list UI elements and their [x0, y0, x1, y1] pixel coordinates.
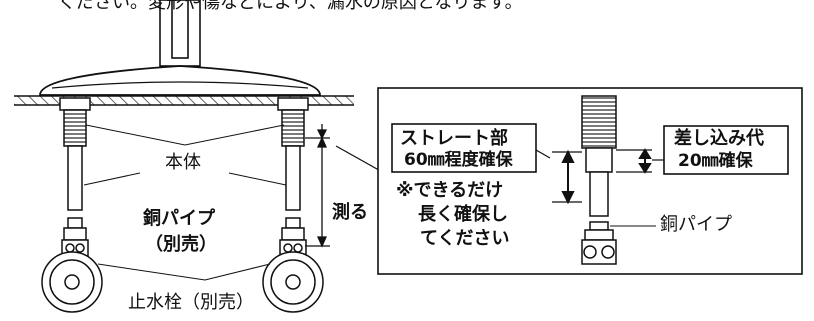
- straight-callout-line1: ストレート部: [400, 128, 508, 149]
- note-line1: ※できるだけ: [396, 180, 504, 201]
- straight-callout-line2: 60㎜程度確保: [404, 150, 513, 170]
- header-note: ください。変形や傷などにより、漏水の原因となります。: [58, 0, 523, 13]
- faucet-column: [159, 0, 201, 67]
- insert-dimension: [616, 148, 664, 174]
- measure-label: 測る: [332, 202, 368, 223]
- left-supply: [41, 97, 103, 313]
- right-supply: [262, 97, 324, 313]
- insert-callout-line2: 20㎜確保: [678, 151, 753, 171]
- faucet-base: [39, 65, 321, 96]
- inset-pipe-label: 銅パイプ: [660, 214, 732, 235]
- measure-dimension: [305, 124, 330, 248]
- pipe-sold-separately-label: （別売）: [145, 234, 217, 255]
- note-line3: てください: [420, 228, 510, 249]
- leader-lines: [83, 124, 287, 281]
- pipe-label: 銅パイプ: [143, 208, 215, 229]
- insert-callout-line1: 差し込み代: [674, 128, 764, 149]
- straight-dimension: [552, 149, 582, 205]
- insert-callout-box: [663, 125, 789, 175]
- body-label: 本体: [165, 152, 201, 173]
- inset-fitting: [581, 95, 617, 265]
- note-line2: 長く確保し: [418, 204, 508, 225]
- straight-callout-box: [391, 123, 551, 173]
- valve-label: 止水栓（別売）: [128, 292, 254, 313]
